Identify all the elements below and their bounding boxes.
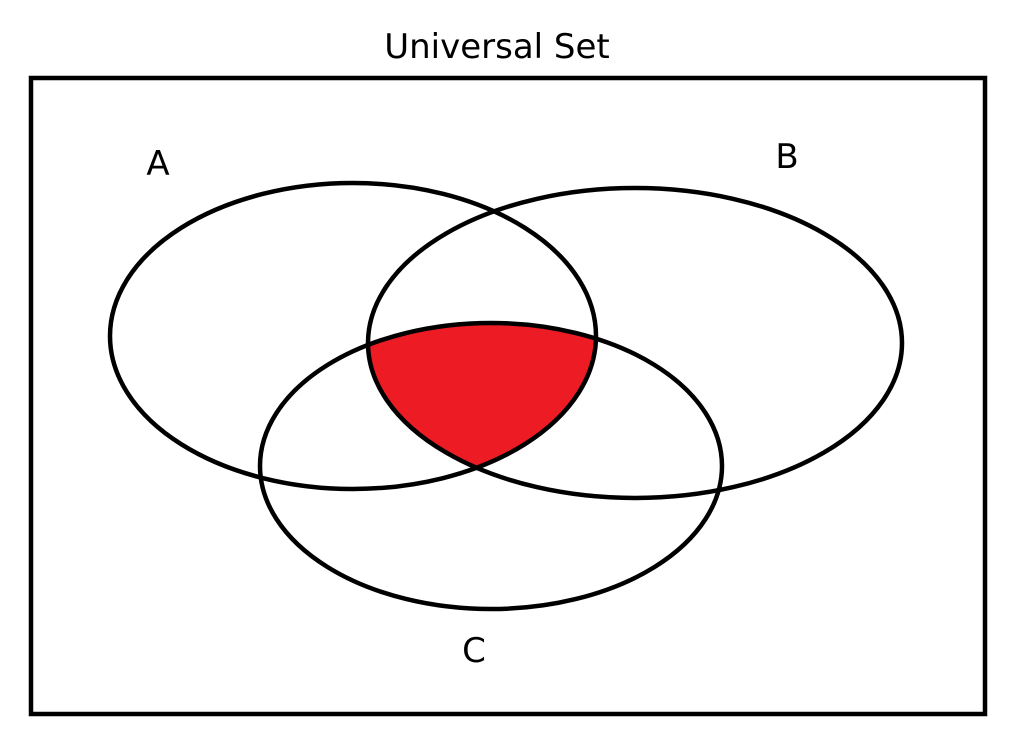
set-b-label: B <box>775 137 798 177</box>
universal-set-boundary <box>28 75 988 717</box>
set-c-label: C <box>462 631 486 671</box>
set-a-circle <box>107 180 599 492</box>
set-c-circle <box>257 320 725 612</box>
universal-set-title: Universal Set <box>384 27 610 67</box>
set-a-label: A <box>146 144 169 184</box>
